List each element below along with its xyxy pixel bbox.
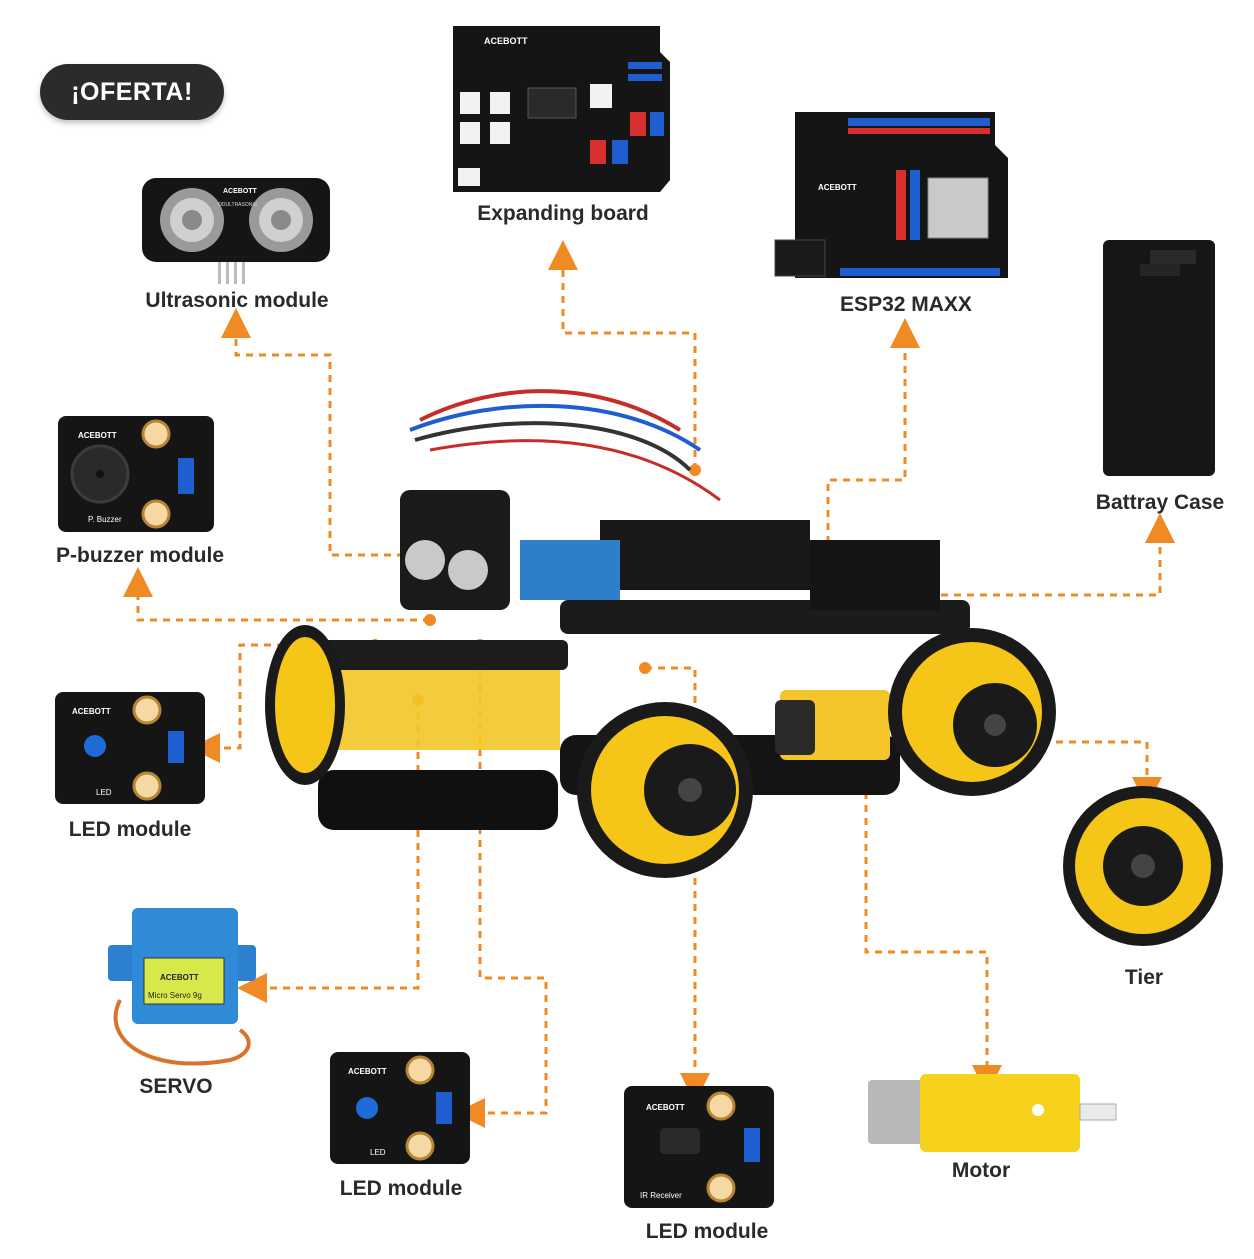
connector-pbuzzer	[123, 567, 430, 622]
expanding-board-image: ACEBOTT	[453, 26, 670, 192]
led-left-brand: ACEBOTT	[72, 707, 111, 716]
led-module-bottom-image: ACEBOTT LED	[330, 1052, 470, 1164]
label-motor: Motor	[951, 1159, 1011, 1182]
label-servo: SERVO	[139, 1075, 213, 1098]
led-module-left-image: ACEBOTT LED	[55, 692, 205, 804]
label-tier: Tier	[1124, 966, 1164, 989]
connector-esp32	[826, 318, 920, 595]
expanding-board-brand: ACEBOTT	[484, 36, 528, 46]
motor-image	[868, 1074, 1117, 1152]
pbuzzer-chip-label: P. Buzzer	[88, 515, 122, 524]
led-bottom-chip-label: LED	[370, 1148, 386, 1157]
connector-motor	[864, 740, 1002, 1095]
label-led-module-left: LED module	[68, 818, 192, 841]
connector-led-bottom	[455, 645, 548, 1128]
offer-badge: ¡OFERTA!	[40, 64, 224, 120]
wheel-front-right	[888, 628, 1056, 796]
connector-battery	[902, 513, 1175, 597]
ir-chip-label: IR Receiver	[640, 1191, 682, 1200]
label-esp32: ESP32 MAXX	[840, 293, 972, 316]
robot-car-image	[265, 389, 1056, 878]
servo-chip-label: Micro Servo 9g	[148, 991, 202, 1000]
wheel-rear-left	[265, 625, 345, 785]
label-pbuzzer-module: P-buzzer module	[55, 544, 225, 567]
pbuzzer-module-image: ACEBOTT P. Buzzer	[58, 416, 214, 532]
pbuzzer-brand: ACEBOTT	[78, 431, 117, 440]
connector-ultrasonic	[221, 308, 430, 557]
led-bottom-brand: ACEBOTT	[348, 1067, 387, 1076]
label-battery-case: Battray Case	[1095, 491, 1225, 514]
ultrasonic-module-image: ACEBOTT ODULTRASONIC	[142, 178, 330, 284]
led-left-chip-label: LED	[96, 788, 112, 797]
ultrasonic-brand: ACEBOTT	[223, 188, 258, 195]
ir-brand: ACEBOTT	[646, 1103, 685, 1112]
label-led-module-bottom: LED module	[339, 1177, 463, 1200]
servo-image: ACEBOTT Micro Servo 9g	[108, 908, 256, 1066]
wheel-front-left	[577, 702, 753, 878]
esp32-brand: ACEBOTT	[818, 183, 857, 192]
battery-case-image	[1103, 240, 1215, 476]
ultrasonic-model: ODULTRASONIC	[218, 202, 258, 208]
connector-ir	[645, 666, 710, 1103]
ir-module-image: ACEBOTT IR Receiver	[624, 1086, 774, 1208]
esp32-board-image: ACEBOTT	[774, 112, 1008, 278]
label-expanding-board: Expanding board	[477, 202, 649, 225]
tier-wheel-image	[1063, 786, 1223, 946]
connector-lines	[123, 240, 1175, 1128]
connector-tier	[1030, 740, 1162, 807]
label-ir-module: LED module	[645, 1220, 769, 1243]
connector-expanding-board	[548, 240, 697, 470]
label-ultrasonic-module: Ultrasonic module	[145, 289, 329, 312]
servo-brand: ACEBOTT	[160, 973, 199, 982]
